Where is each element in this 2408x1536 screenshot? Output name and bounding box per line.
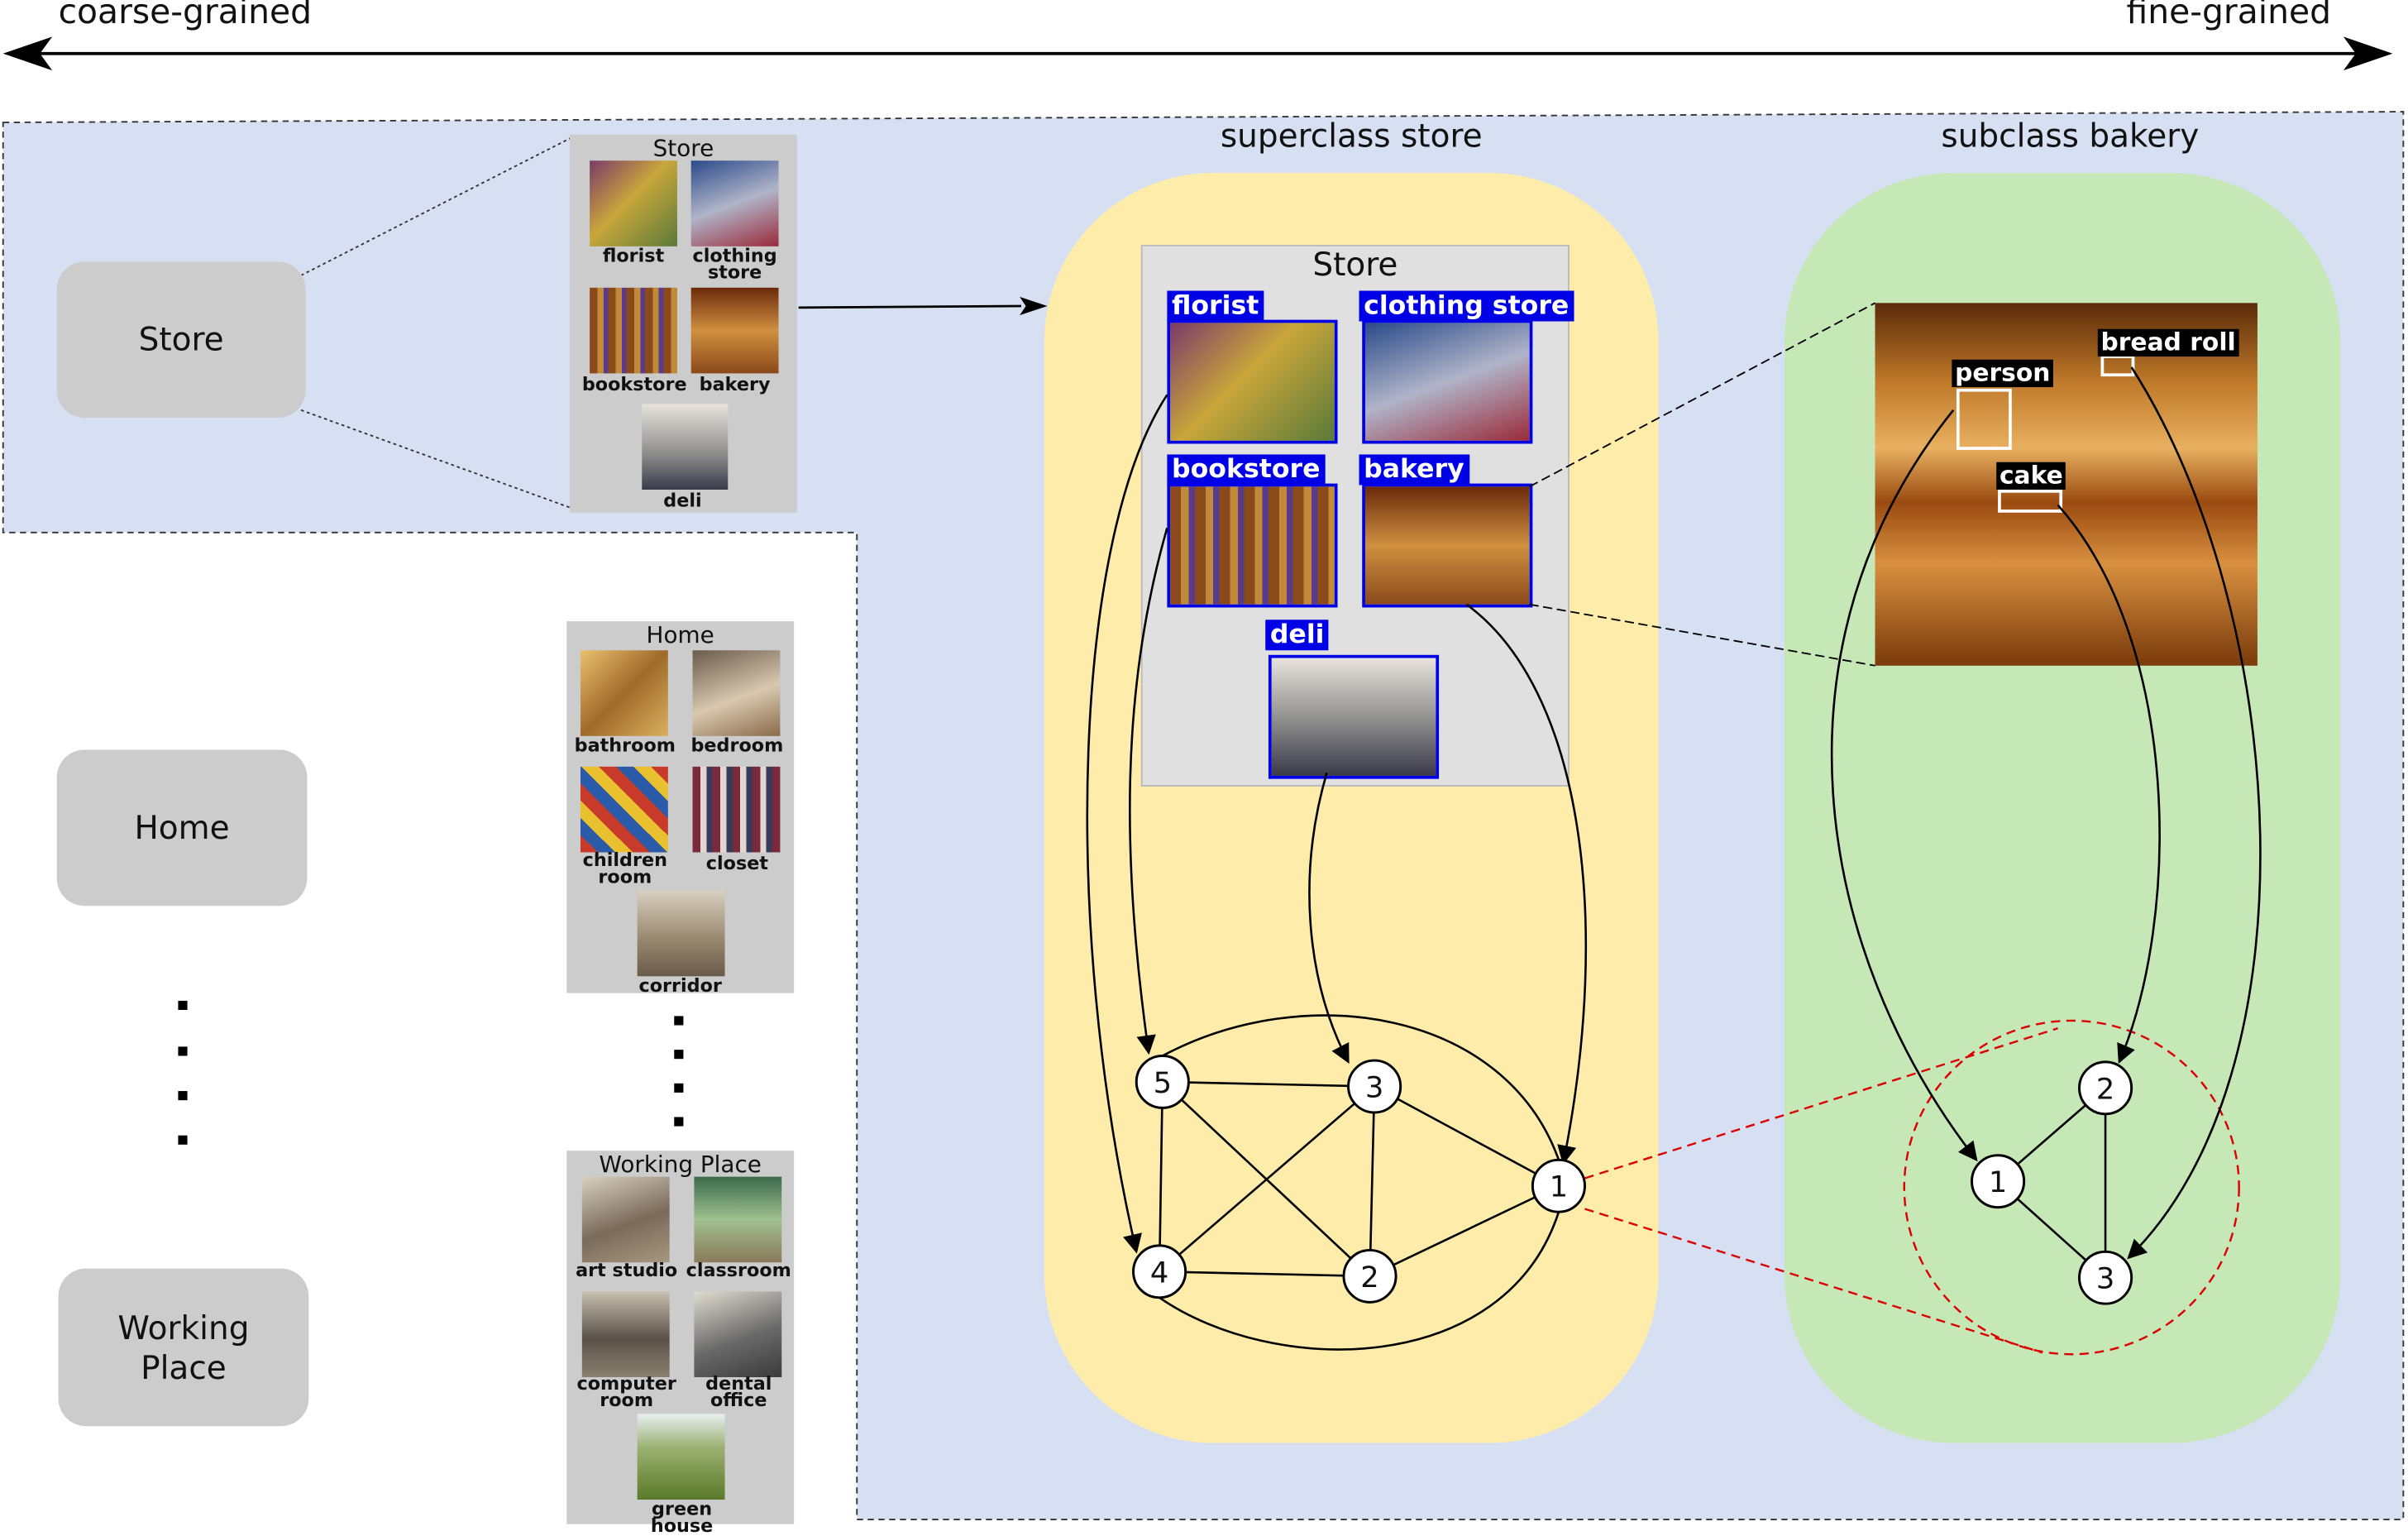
red-zoom-line: [1584, 1208, 2043, 1354]
vertical-dots-icon: [178, 1000, 684, 1145]
corridor-thumbnail[interactable]: [637, 890, 725, 977]
classroom-thumbnail[interactable]: [694, 1176, 782, 1263]
node-label: 3: [2096, 1262, 2114, 1296]
thumb-label: clothing store: [692, 245, 777, 284]
bookstore-tag: bookstore: [1167, 454, 1326, 486]
bakery-tag: bakery: [1359, 454, 1469, 486]
edge-arrow: [1308, 772, 1350, 1064]
node-label: 4: [1150, 1256, 1168, 1290]
home-category-box[interactable]: Home: [56, 749, 308, 907]
node-label: 3: [1365, 1071, 1383, 1105]
cake-tag: cake: [1996, 462, 2066, 490]
graph-node[interactable]: [2078, 1250, 2133, 1305]
graph-node[interactable]: [1531, 1158, 1587, 1213]
bakery-detail-image[interactable]: [1875, 303, 2258, 666]
red-zoom-line: [1584, 1027, 2058, 1180]
thumb-label: classroom: [686, 1259, 791, 1281]
fine-grained-label: fine-grained: [2126, 0, 2332, 32]
art-studio-thumbnail[interactable]: [581, 1176, 670, 1263]
thumb-label: computer room: [576, 1372, 676, 1411]
florist-tag: florist: [1167, 290, 1264, 322]
person-tag: person: [1952, 359, 2054, 388]
thumb-label: dental office: [705, 1372, 772, 1411]
graph-node[interactable]: [1132, 1244, 1187, 1299]
edge-arrow: [2127, 366, 2262, 1260]
bread-roll-tag: bread roll: [2097, 328, 2239, 357]
red-focus-circle: [1903, 1019, 2240, 1356]
node-label: 2: [1360, 1261, 1378, 1294]
store-category-box[interactable]: Store: [56, 261, 306, 419]
bathroom-thumbnail[interactable]: [580, 650, 668, 736]
panel-title: Store: [652, 134, 714, 163]
florist-thumbnail[interactable]: [590, 160, 677, 246]
subclass-title: subclass bakery: [1941, 117, 2200, 155]
zoom-line: [300, 136, 572, 276]
zoom-line: [300, 409, 572, 510]
computer-room-thumbnail[interactable]: [581, 1291, 670, 1377]
thumb-label: bakery: [699, 373, 771, 395]
edge-arrow: [1086, 394, 1168, 1254]
graph-node[interactable]: [1135, 1055, 1190, 1109]
subclass-nodes: 1 2 3: [1971, 1060, 2133, 1305]
clothing-store-tag: clothing store: [1359, 290, 1574, 322]
working-place-category-box[interactable]: Working Place: [58, 1268, 309, 1427]
thumb-label: art studio: [576, 1259, 678, 1281]
edge-arrow: [2057, 504, 2161, 1065]
zoom-line: [1529, 302, 1875, 488]
graph-node[interactable]: [1342, 1248, 1398, 1304]
thumb-label: children room: [582, 849, 667, 888]
deli-tag: deli: [1265, 620, 1330, 651]
edge-arrow: [1129, 527, 1168, 1055]
florist-image[interactable]: [1167, 319, 1338, 444]
bedroom-thumbnail[interactable]: [692, 650, 781, 736]
node-label: 2: [2096, 1072, 2114, 1106]
thumb-label: deli: [663, 490, 702, 511]
panel-title: Home: [646, 621, 714, 649]
closet-thumbnail[interactable]: [692, 766, 781, 853]
coarse-grained-label: coarse-grained: [58, 0, 313, 32]
panel-title: Working Place: [599, 1151, 762, 1179]
edge-arrow: [1830, 409, 1978, 1162]
thumb-label: bedroom: [690, 735, 784, 756]
person-bbox: [1956, 388, 2012, 450]
green-house-thumbnail[interactable]: [637, 1414, 725, 1500]
zoom-line: [1529, 603, 1875, 667]
thumb-label: bathroom: [574, 735, 676, 756]
thumb-label: bookstore: [581, 373, 687, 395]
store-panel: Store florist clothing store bookstore b…: [569, 134, 797, 513]
superclass-title: superclass store: [1220, 117, 1483, 155]
double-headed-arrow-icon: [2, 36, 2393, 71]
graph-node[interactable]: [1971, 1154, 2026, 1209]
superclass-graph-edges: [1158, 1014, 1560, 1351]
children-room-thumbnail[interactable]: [580, 766, 668, 853]
bookstore-thumbnail[interactable]: [590, 287, 677, 374]
deli-image[interactable]: [1268, 654, 1440, 779]
cake-bbox: [1998, 490, 2063, 513]
clothing-store-thumbnail[interactable]: [690, 160, 779, 246]
bakery-thumbnail[interactable]: [690, 287, 779, 374]
graph-node[interactable]: [2078, 1060, 2133, 1116]
dental-office-thumbnail[interactable]: [694, 1291, 782, 1377]
deli-thumbnail[interactable]: [642, 404, 729, 490]
superclass-nodes: 1 2 3 4 5: [1132, 1055, 1587, 1304]
graph-node[interactable]: [1347, 1059, 1402, 1114]
arrow-icon: [798, 296, 1048, 316]
node-label: 1: [1989, 1165, 2007, 1199]
bookstore-image[interactable]: [1167, 483, 1338, 608]
node-label: 1: [1550, 1170, 1568, 1204]
working-place-panel: Working Place art studio classroom compu…: [566, 1151, 795, 1535]
thumb-label: corridor: [638, 974, 722, 997]
thumb-label: closet: [705, 852, 769, 874]
thumb-label: florist: [602, 245, 665, 266]
superclass-inner-title: Store: [1312, 246, 1398, 284]
bakery-image[interactable]: [1362, 483, 1533, 608]
node-label: 5: [1154, 1066, 1172, 1100]
home-panel: Home bathroom bedroom children room clos…: [566, 621, 795, 997]
edge-arrow: [1465, 603, 1588, 1165]
